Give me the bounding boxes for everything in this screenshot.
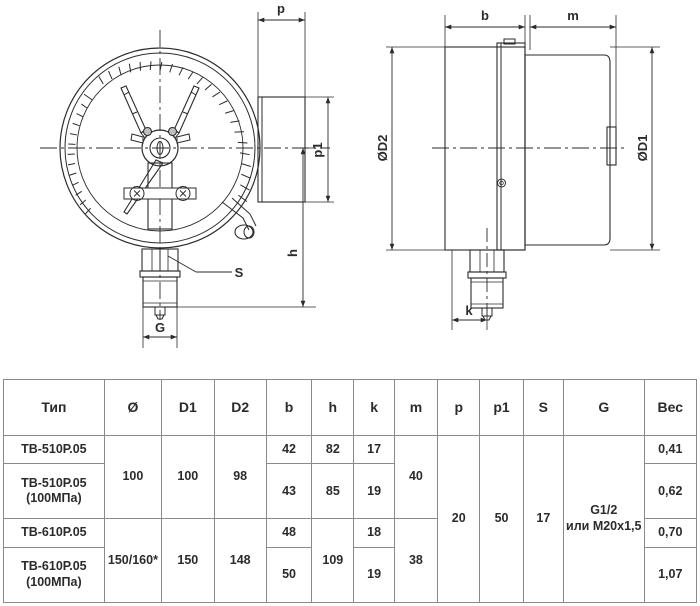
- cell-k-row3: 18: [353, 518, 395, 548]
- label-h: h: [285, 249, 300, 257]
- cell-weight-row4: 1,07: [643, 546, 698, 604]
- cell-b-row1: 42: [265, 434, 313, 465]
- header-s: S: [522, 379, 564, 436]
- header-diameter: Ø: [103, 379, 163, 436]
- cell-m-38: 38: [393, 518, 439, 603]
- label-k: k: [465, 303, 473, 318]
- label-s: S: [235, 265, 244, 280]
- header-p: p: [437, 379, 481, 436]
- pointer-hub: [141, 129, 179, 167]
- drawings-area: p p1 h S G: [40, 1, 660, 348]
- cell-weight-row2: 0,62: [643, 463, 698, 520]
- technical-drawing-svg: p p1 h S G: [40, 1, 660, 348]
- table-row: ТВ-510Р.05 100 100 98 42 82 17 40 20 50 …: [3, 434, 698, 603]
- header-p1: p1: [479, 379, 524, 436]
- movement-support: [123, 162, 197, 230]
- dimension-p1: [305, 96, 334, 203]
- cell-diameter-100: 100: [103, 434, 163, 520]
- setpoint-pointer-left: [120, 85, 153, 137]
- header-type: Тип: [3, 379, 105, 436]
- label-d2: ØD2: [375, 135, 390, 162]
- header-b: b: [265, 379, 313, 436]
- cell-b-row4: 50: [265, 546, 313, 604]
- dimension-k: [451, 250, 488, 330]
- dimension-m: [529, 15, 617, 128]
- cell-h-row1: 82: [311, 434, 355, 465]
- header-d2: D2: [213, 379, 267, 436]
- dimension-d2: [386, 46, 447, 251]
- contact-block: [257, 96, 306, 203]
- dial-scale-ticks: [67, 61, 251, 215]
- cell-type-row2: ТВ-510Р.05 (100МПа): [3, 463, 105, 520]
- table-row: ТВ-610Р.05 (100МПа) 50 19 1,07: [3, 546, 698, 604]
- case-flange: [496, 38, 526, 251]
- label-p: p: [277, 1, 285, 16]
- dimension-b: [444, 15, 526, 50]
- cell-g-thread: G1/2 или М20х1,5: [562, 435, 645, 603]
- dimension-g: [142, 307, 178, 348]
- cell-d1-150: 150: [161, 518, 215, 603]
- label-p1: p1: [310, 142, 325, 157]
- cell-k-row2: 19: [353, 463, 395, 520]
- cell-diameter-150: 150/160*: [103, 518, 163, 603]
- cell-type-row4: ТВ-610Р.05 (100МПа): [3, 546, 105, 604]
- cell-type-row1: ТВ-510Р.05: [3, 434, 105, 465]
- table-row: ТВ-510Р.05 (100МПа) 43 85 19 0,62: [3, 463, 698, 520]
- label-b: b: [481, 8, 489, 23]
- dimension-d1: [610, 46, 660, 251]
- cell-weight-row1: 0,41: [643, 434, 698, 465]
- cell-weight-row3: 0,70: [643, 518, 698, 548]
- header-weight: Вес: [643, 379, 698, 436]
- dimension-h: [168, 147, 316, 308]
- process-connection: [139, 248, 181, 320]
- label-d1: ØD1: [635, 135, 650, 162]
- cell-p-20: 20: [437, 435, 481, 603]
- label-m: m: [567, 8, 579, 23]
- header-d1: D1: [161, 379, 215, 436]
- leader-s: [167, 255, 232, 273]
- specification-table: Тип Ø D1 D2 b h k m p p1 S G Вес ТВ-51: [3, 379, 698, 604]
- table-row: ТВ-610Р.05 150/160* 150 148 48 109 18 38…: [3, 518, 698, 603]
- rear-case: [524, 54, 617, 246]
- cell-k-row1: 17: [353, 434, 395, 465]
- cell-d2-148: 148: [213, 518, 267, 603]
- cell-h-109: 109: [311, 518, 355, 603]
- specification-table-container: Тип Ø D1 D2 b h k m p p1 S G Вес ТВ-51: [3, 379, 698, 604]
- main-pointer: [123, 159, 164, 215]
- cable-gland: [221, 197, 257, 240]
- header-h: h: [311, 379, 355, 436]
- cell-p1-50: 50: [479, 435, 524, 603]
- cell-b-row2: 43: [265, 463, 313, 520]
- setpoint-pointer-right: [167, 85, 200, 137]
- cell-s-17: 17: [522, 435, 564, 603]
- label-g: G: [155, 320, 165, 335]
- table-header-row: Тип Ø D1 D2 b h k m p p1 S G Вес: [3, 379, 698, 436]
- cell-b-row3: 48: [265, 518, 313, 548]
- bezel-body: [444, 46, 526, 251]
- front-view-group: [40, 12, 334, 348]
- cell-k-row4: 19: [353, 546, 395, 604]
- cell-d1-100: 100: [161, 434, 215, 520]
- cell-d2-98: 98: [213, 434, 267, 520]
- header-k: k: [353, 379, 395, 436]
- cell-type-row3: ТВ-610Р.05: [3, 518, 105, 548]
- cell-h-row2: 85: [311, 463, 355, 520]
- header-g: G: [562, 379, 645, 436]
- header-m: m: [393, 379, 439, 436]
- dimension-p: [257, 12, 306, 100]
- side-view-group: [386, 15, 660, 330]
- cell-m-40: 40: [393, 434, 439, 520]
